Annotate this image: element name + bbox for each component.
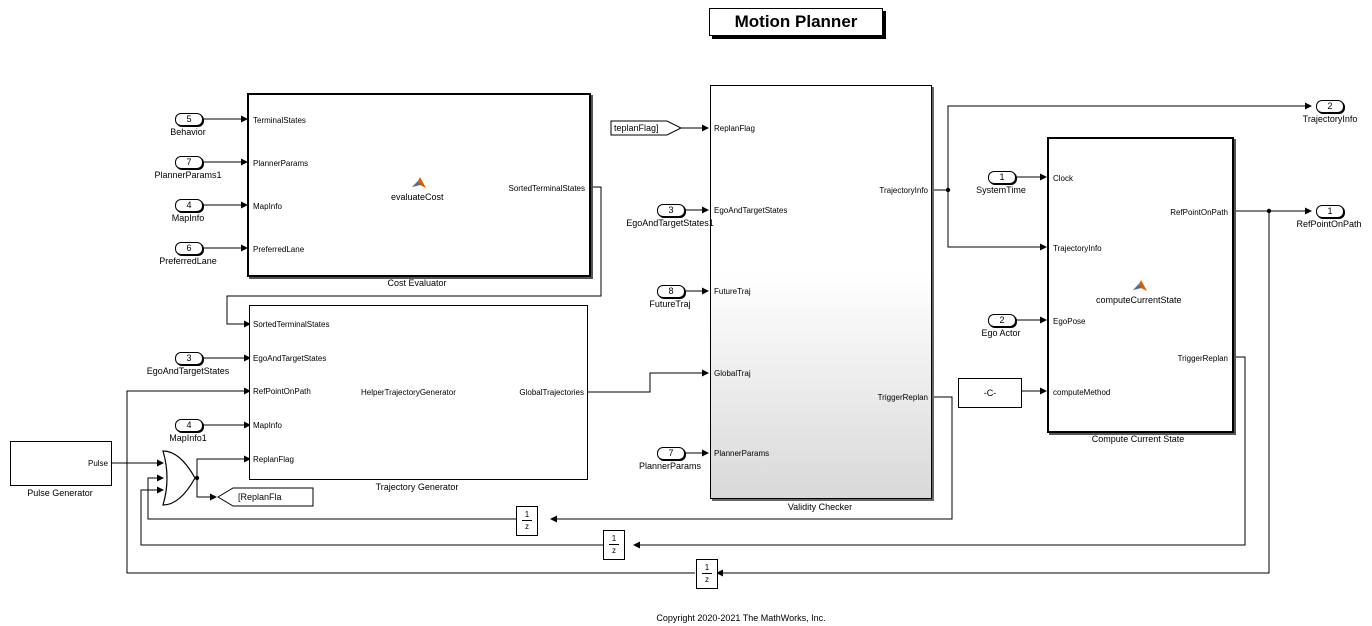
outport-trajectory-info[interactable]: 2 <box>1316 100 1344 113</box>
inport-label-preferred-lane: PreferredLane <box>159 256 217 266</box>
inport-ego-target-states[interactable]: 3 <box>175 352 203 365</box>
helper-trajectory-generator-label: HelperTrajectoryGenerator <box>361 388 456 397</box>
inport-future-traj[interactable]: 8 <box>657 285 685 298</box>
pulse-generator-label: Pulse Generator <box>27 488 93 498</box>
from-tag-shape <box>610 120 683 136</box>
port-global-trajectories: GlobalTrajectories <box>519 388 584 397</box>
port-ref-point-on-path-out: RefPointOnPath <box>1170 208 1228 217</box>
goto-tag-label: [ReplanFla <box>238 492 282 502</box>
matlab-function-icon <box>412 177 426 188</box>
inport-planner-params1[interactable]: 7 <box>175 156 203 169</box>
port-ref-point-on-path: RefPointOnPath <box>253 387 311 396</box>
port-replan-flag-vc: ReplanFlag <box>714 124 755 133</box>
inport-ego-actor[interactable]: 2 <box>988 314 1016 327</box>
port-planner-params: PlannerParams <box>253 159 309 168</box>
inport-label-future-traj: FutureTraj <box>649 299 691 309</box>
port-trigger-replan-ccs: TriggerReplan <box>1177 354 1228 363</box>
port-trigger-replan-vc: TriggerReplan <box>877 393 928 402</box>
port-map-info: MapInfo <box>253 202 282 211</box>
port-ego-pose: EgoPose <box>1053 317 1086 326</box>
outport-ref-point-on-path[interactable]: 1 <box>1316 205 1344 218</box>
inport-label-ego-actor: Ego Actor <box>981 328 1021 338</box>
diagram-title: Motion Planner <box>709 8 883 36</box>
validity-checker-label: Validity Checker <box>787 502 853 512</box>
port-pulse: Pulse <box>87 459 108 468</box>
evaluate-cost-function-label: evaluateCost <box>391 192 444 202</box>
validity-checker-block[interactable]: ReplanFlag EgoAndTargetStates FutureTraj… <box>710 85 932 499</box>
inport-label-planner-params1: PlannerParams1 <box>154 170 222 180</box>
trajectory-generator-label: Trajectory Generator <box>375 482 459 492</box>
inport-label-system-time: SystemTime <box>976 185 1026 195</box>
port-ego-target-states: EgoAndTargetStates <box>253 354 327 363</box>
inport-map-info1[interactable]: 4 <box>175 419 203 432</box>
port-planner-params-vc: PlannerParams <box>714 449 770 458</box>
outport-label-trajectory-info: TrajectoryInfo <box>1302 114 1358 124</box>
constant-block[interactable]: -C- <box>958 378 1022 408</box>
port-sorted-terminal-states-in: SortedTerminalStates <box>253 320 330 329</box>
or-gate <box>162 450 196 506</box>
port-sorted-terminal-states: SortedTerminalStates <box>508 184 585 193</box>
port-future-traj: FutureTraj <box>714 287 751 296</box>
port-ego-target-states-vc: EgoAndTargetStates <box>714 206 788 215</box>
cost-evaluator-label: Cost Evaluator <box>387 278 447 288</box>
inport-map-info[interactable]: 4 <box>175 199 203 212</box>
port-compute-method: computeMethod <box>1053 388 1111 397</box>
port-terminal-states: TerminalStates <box>253 116 306 125</box>
port-clock: Clock <box>1053 174 1074 183</box>
inport-behavior[interactable]: 5 <box>175 113 203 126</box>
outport-label-ref-point-on-path: RefPointOnPath <box>1296 219 1362 229</box>
compute-current-state-function-label: computeCurrentState <box>1096 295 1182 305</box>
inport-label-map-info1: MapInfo1 <box>169 433 207 443</box>
from-tag-label: teplanFlag] <box>614 123 659 133</box>
inport-label-ego-target-states1: EgoAndTargetStates1 <box>626 218 714 228</box>
inport-label-ego-target-states: EgoAndTargetStates <box>146 366 230 376</box>
inport-label-behavior: Behavior <box>170 127 206 137</box>
copyright-text: Copyright 2020-2021 The MathWorks, Inc. <box>656 613 826 623</box>
inport-ego-target-states1[interactable]: 3 <box>657 204 685 217</box>
port-preferred-lane: PreferredLane <box>253 245 305 254</box>
inport-label-planner-params: PlannerParams <box>638 461 702 471</box>
port-global-traj: GlobalTraj <box>714 369 751 378</box>
inport-preferred-lane[interactable]: 6 <box>175 242 203 255</box>
port-trajectory-info-in: TrajectoryInfo <box>1053 244 1102 253</box>
inport-label-map-info: MapInfo <box>171 213 205 223</box>
matlab-function-icon <box>1133 280 1147 291</box>
port-trajectory-info-out: TrajectoryInfo <box>879 186 928 195</box>
port-map-info-tg: MapInfo <box>253 421 282 430</box>
compute-current-state-block[interactable]: Clock TrajectoryInfo EgoPose computeMeth… <box>1047 137 1234 433</box>
inport-system-time[interactable]: 1 <box>988 171 1016 184</box>
inport-planner-params[interactable]: 7 <box>657 447 685 460</box>
compute-current-state-label: Compute Current State <box>1091 434 1185 444</box>
trajectory-generator-block[interactable]: SortedTerminalStates EgoAndTargetStates … <box>249 305 588 480</box>
goto-tag-shape <box>217 487 314 507</box>
cost-evaluator-block[interactable]: TerminalStates PlannerParams MapInfo Pre… <box>247 93 591 277</box>
pulse-generator-block[interactable]: Pulse <box>10 441 112 486</box>
port-replan-flag: ReplanFlag <box>253 455 294 464</box>
